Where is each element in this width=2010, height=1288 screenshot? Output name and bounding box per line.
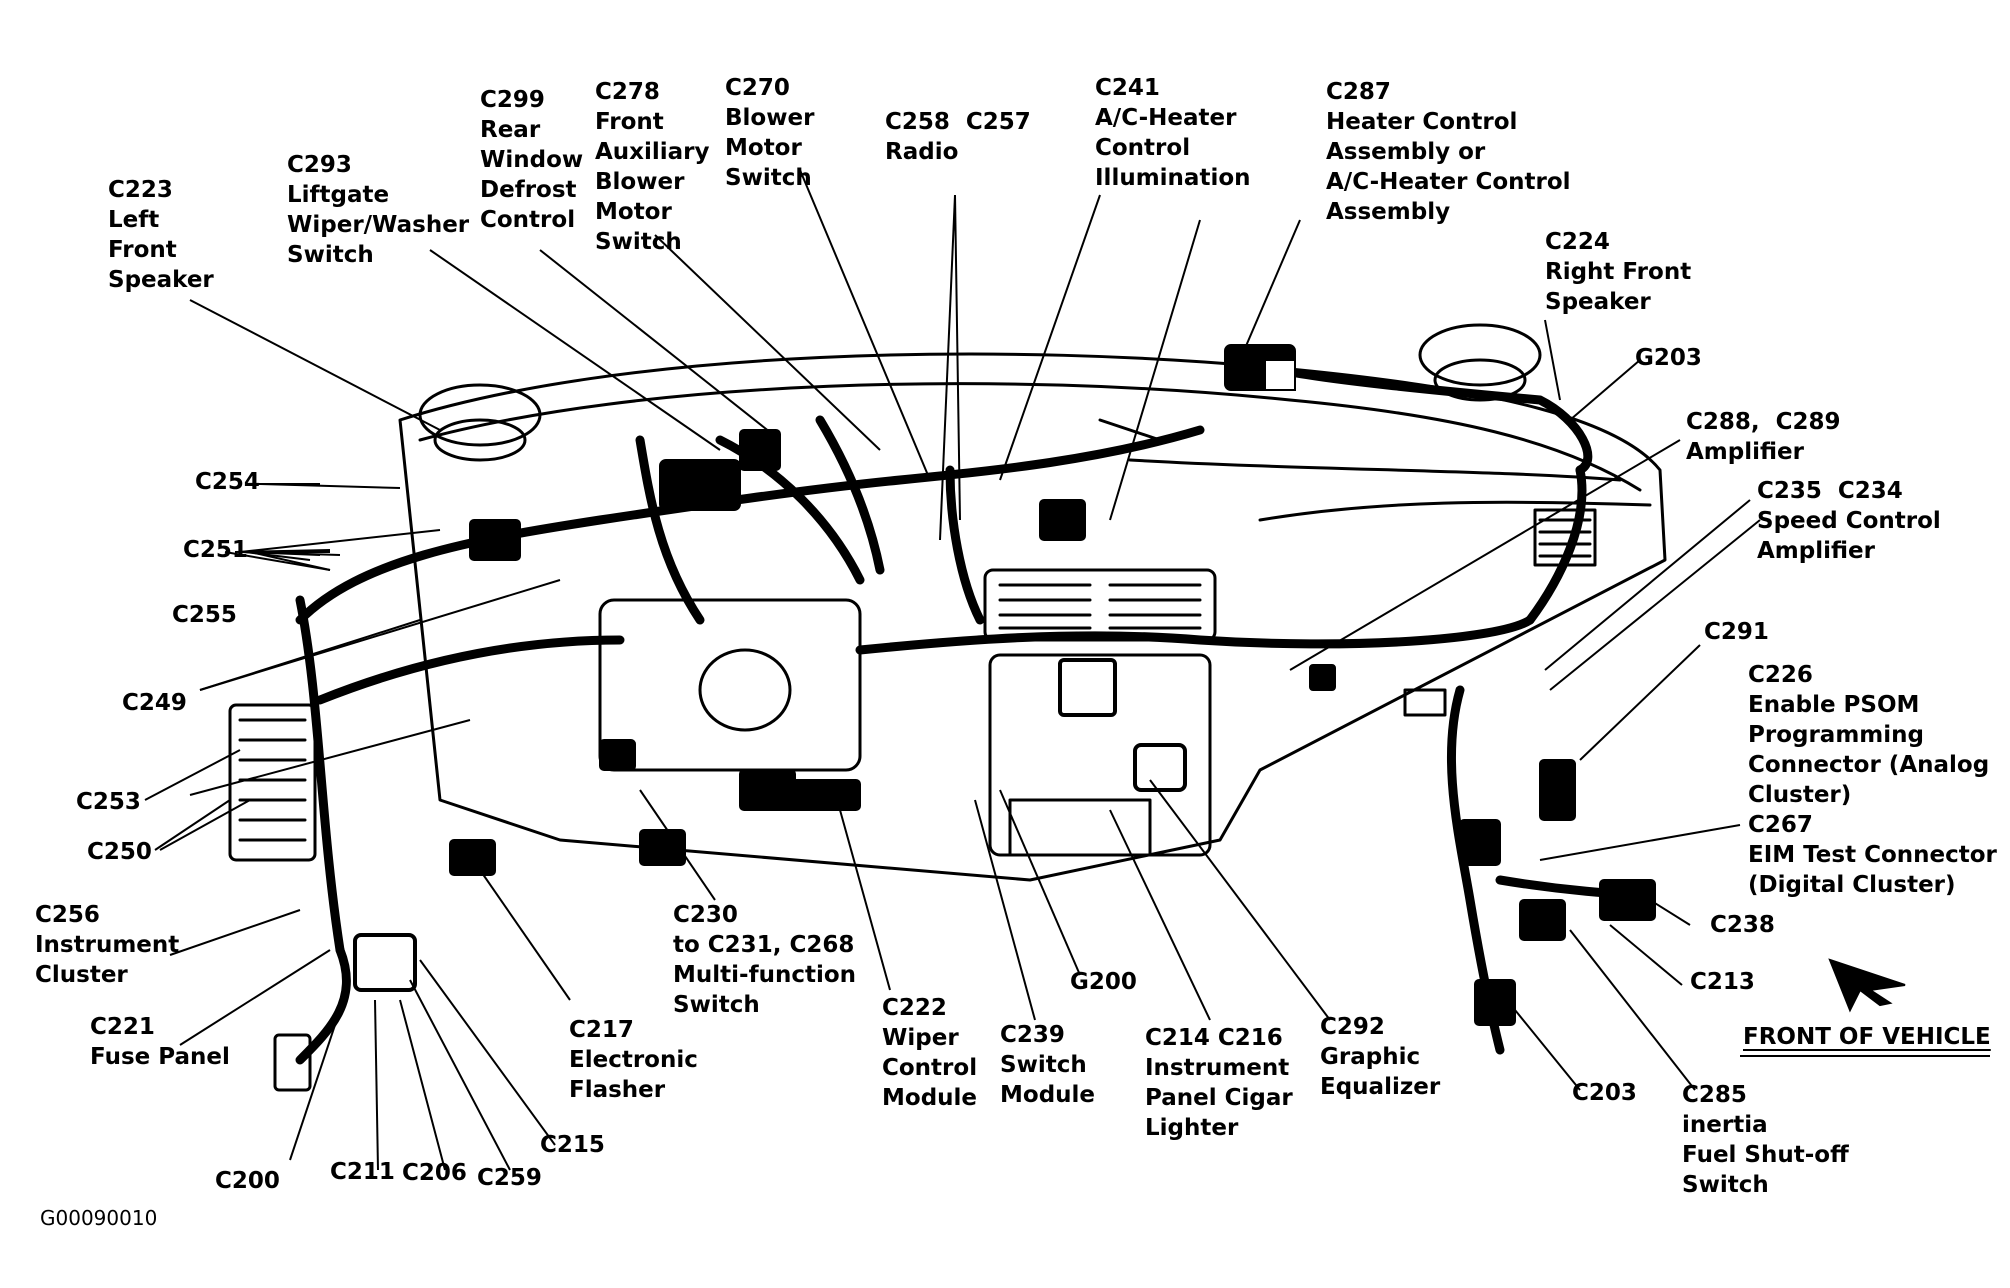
label-c211: C211	[330, 1159, 395, 1185]
label-c241: C241 A/C-Heater Control Illumination	[1095, 75, 1251, 191]
label-c254: C254	[195, 469, 260, 495]
label-c288-c289: C288, C289 Amplifier	[1686, 409, 1841, 465]
label-c217: C217 Electronic Flasher	[569, 1017, 698, 1103]
label-c214-c216: C214 C216 Instrument Panel Cigar Lighter	[1145, 1025, 1293, 1141]
label-c239: C239 Switch Module	[1000, 1022, 1096, 1108]
label-c221: C221 Fuse Panel	[90, 1014, 230, 1070]
label-c255: C255	[172, 602, 237, 628]
label-c299: C299 Rear Window Defrost Control	[480, 87, 584, 233]
front-of-vehicle-label: FRONT OF VEHICLE	[1743, 1024, 1991, 1050]
label-c287: C287 Heater Control Assembly or A/C-Heat…	[1326, 79, 1571, 225]
label-c259: C259	[477, 1165, 542, 1191]
label-c292: C292 Graphic Equalizer	[1320, 1014, 1441, 1100]
label-c270: C270 Blower Motor Switch	[725, 75, 815, 191]
label-c213: C213	[1690, 969, 1755, 995]
label-c230: C230 to C231, C268 Multi-function Switch	[673, 902, 857, 1018]
label-c203: C203	[1572, 1080, 1637, 1106]
label-c226-c267: C226 Enable PSOM Programming Connector (…	[1748, 662, 1997, 898]
figure-id: G00090010	[40, 1206, 158, 1230]
label-c238: C238	[1710, 912, 1775, 938]
label-c206: C206	[402, 1160, 467, 1186]
label-c253: C253	[76, 789, 141, 815]
label-g200: G200	[1070, 969, 1137, 995]
label-c223: C223 Left Front Speaker	[108, 177, 214, 293]
label-c250: C250	[87, 839, 152, 865]
front-arrow-icon	[1828, 958, 1906, 1013]
label-c291: C291	[1704, 619, 1769, 645]
label-c235-c234: C235 C234 Speed Control Amplifier	[1757, 478, 1941, 564]
label-c215: C215	[540, 1132, 605, 1158]
label-c293: C293 Liftgate Wiper/Washer Switch	[287, 152, 470, 268]
label-c278: C278 Front Auxiliary Blower Motor Switch	[595, 79, 710, 255]
label-g203: G203	[1635, 345, 1702, 371]
label-c258-c257: C258 C257 Radio	[885, 109, 1031, 165]
label-c200: C200	[215, 1168, 280, 1194]
label-c256: C256 Instrument Cluster	[35, 902, 180, 988]
label-c222: C222 Wiper Control Module	[882, 995, 978, 1111]
label-c285: C285 inertia Fuel Shut-off Switch	[1682, 1082, 1849, 1198]
label-c249: C249	[122, 690, 187, 716]
label-c224: C224 Right Front Speaker	[1545, 229, 1692, 315]
label-c251: C251	[183, 537, 248, 563]
